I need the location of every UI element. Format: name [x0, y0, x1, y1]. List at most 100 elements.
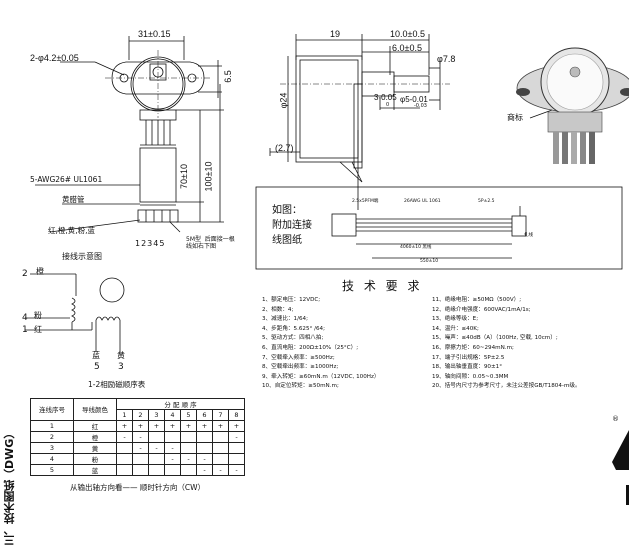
dim-6: 6.0±0.5	[392, 43, 422, 53]
row-cell	[180, 463, 197, 476]
pin-numbers: 12345	[135, 239, 166, 248]
spec-item: 1、额定电压：12VDC;	[262, 297, 321, 303]
spec-item: 14、温升：≤40K;	[432, 325, 479, 332]
row-cell: -	[116, 430, 133, 443]
row-cell: +	[180, 419, 197, 432]
registered-mark: ®	[612, 415, 619, 423]
pin4: 4	[22, 313, 28, 323]
dim-19: 19	[330, 29, 341, 39]
row-cell	[212, 441, 229, 454]
side-view	[269, 34, 450, 210]
table-header-row: 连线序号 导线颜色 分 配 顺 序	[30, 398, 245, 421]
dim-7-8: φ7.8	[437, 54, 456, 64]
row-cell: -	[228, 430, 245, 443]
row-cell	[164, 463, 181, 476]
colors-label: 红,橙,黄,粉,蓝	[48, 226, 96, 235]
pin2: 2	[22, 269, 28, 279]
row-cell: +	[164, 419, 181, 432]
spec-item: 19、轴向间隙：0.05~0.3MM	[432, 373, 509, 380]
row-cell: -	[212, 463, 229, 476]
step-header: 6	[196, 409, 213, 421]
sleeve-label: 黄腊管	[62, 195, 85, 204]
connector-label: 5M型 后面接一根 线如右下图	[186, 236, 235, 250]
spec-item: 16、摩擦力矩：60~294mN.m;	[432, 345, 514, 351]
spec-item: 6、直流电阻：200Ω±10%（25°C）;	[262, 345, 359, 351]
spec-item: 12、绝缘介电强度：600VAC/1mA/1s;	[432, 306, 531, 313]
row-cell: -	[132, 441, 149, 454]
row-cell: +	[212, 419, 229, 432]
motor-photo	[516, 47, 629, 164]
row-color: 蓝	[73, 463, 117, 476]
row-cell: -	[180, 452, 197, 465]
row-no: 2	[30, 430, 74, 443]
row-cell	[132, 452, 149, 465]
spec-item: 5、驱动方式：四相八拍;	[262, 335, 324, 342]
spec-item: 11、绝缘电阻：≥50MΩ（500V）;	[432, 297, 522, 303]
drawing-label-c: 5P±2.5	[478, 199, 495, 204]
step-header: 8	[228, 409, 245, 421]
row-no: 3	[30, 441, 74, 454]
row-cell: -	[164, 452, 181, 465]
row-cell	[116, 441, 133, 454]
row-no: 4	[30, 452, 74, 465]
table-col-color: 导线颜色	[73, 398, 117, 421]
pin4-color: 粉	[34, 311, 42, 320]
row-cell: -	[196, 463, 213, 476]
dim-width: 31±0.15	[138, 29, 171, 39]
table-footer: 从输出轴方向看—— 顺时针方向（CW）	[70, 483, 206, 492]
row-no: 5	[30, 463, 74, 476]
coil-schematic	[25, 273, 125, 352]
drawing-label-f: 扎线	[524, 233, 533, 238]
spec-item: 18、输出轴垂直度：90±1°	[432, 364, 503, 371]
row-color: 橙	[73, 430, 117, 443]
logo-fragment	[612, 430, 629, 505]
dim-10: 10.0±0.5	[390, 29, 425, 39]
table-steps-row: 1 2 3 4 5 6 7 8	[31, 409, 245, 421]
row-cell	[212, 452, 229, 465]
row-cell	[148, 430, 165, 443]
spec-item: 2、相数：4;	[262, 306, 294, 313]
step-header: 7	[212, 409, 229, 421]
row-color: 红	[73, 419, 117, 432]
row-cell: -	[132, 430, 149, 443]
table-group-header: 分 配 顺 序	[116, 398, 245, 410]
row-cell: -	[164, 441, 181, 454]
drawing-label-b: 26AWG UL 1061	[404, 199, 441, 204]
drawing-text-2: 附加连接	[272, 220, 312, 231]
schematic-title: 接线示意图	[62, 252, 102, 261]
dim-24: φ24	[278, 92, 289, 109]
row-cell: +	[148, 419, 165, 432]
row-color: 粉	[73, 452, 117, 465]
dim-2-7: (2.7)	[275, 143, 294, 153]
row-cell	[228, 452, 245, 465]
pin2-color: 橙	[36, 267, 44, 276]
row-cell	[148, 452, 165, 465]
drawing-label-e: 550±10	[420, 259, 439, 264]
step-header: 4	[164, 409, 181, 421]
pin1: 1	[22, 325, 28, 335]
pin3-color: 黄	[117, 351, 125, 360]
dim-70: 70±10	[178, 164, 189, 189]
row-cell: +	[196, 419, 213, 432]
row-cell: -	[148, 441, 165, 454]
trademark-label: 商标	[507, 113, 523, 122]
row-cell: -	[228, 463, 245, 476]
section-title: 三、技术图纸（DWG）	[3, 427, 16, 546]
front-view	[35, 36, 224, 233]
spec-item: 13、绝缘等级：E;	[432, 316, 479, 323]
step-header: 2	[132, 409, 149, 421]
row-no: 1	[30, 419, 74, 432]
row-cell	[228, 441, 245, 454]
row-cell	[212, 430, 229, 443]
table-caption: 1-2相励磁顺序表	[88, 380, 146, 389]
spec-item: 9、牵入转矩：≥60mN.m（12VDC, 100Hz）	[262, 373, 380, 380]
spec-item: 8、空载牵出频率：≥1000Hz;	[262, 364, 339, 371]
row-cell	[196, 430, 213, 443]
row-cell	[180, 430, 197, 443]
